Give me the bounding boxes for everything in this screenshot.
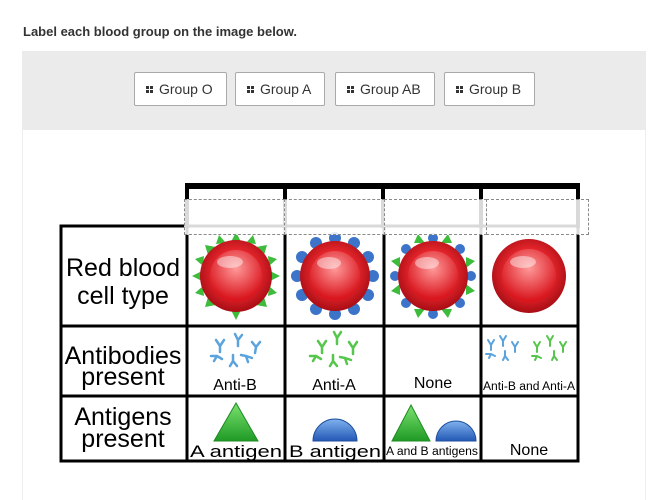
antigen-label: A and B antigens: [386, 446, 478, 458]
a-antigen-icon: [391, 403, 431, 442]
drop-target-column-2[interactable]: [284, 199, 385, 235]
token-group-b[interactable]: Group B: [444, 72, 535, 106]
drop-target-column-3[interactable]: [384, 199, 487, 235]
token-group-o[interactable]: Group O: [134, 72, 227, 106]
answer-bank: [22, 51, 646, 130]
token-label: Group B: [469, 81, 522, 97]
row-label-antigens: Antigens: [74, 403, 171, 431]
row-label-antigens: present: [81, 425, 164, 453]
drop-target-column-4[interactable]: [486, 199, 589, 235]
antibody-label: Anti-B: [213, 377, 257, 394]
drag-handle-icon: [456, 85, 463, 93]
token-label: Group O: [159, 81, 213, 97]
row-label-antibodies: present: [81, 363, 164, 391]
b-antigen-icon: [435, 420, 477, 442]
antibody-label: Anti-B and Anti-A: [483, 381, 575, 393]
question-prompt: Label each blood group on the image belo…: [23, 24, 297, 39]
antigen-label: B antigen: [289, 443, 381, 461]
token-label: Group A: [260, 81, 312, 97]
antibody-label: None: [414, 375, 452, 392]
row-label-red-cell: Red blood: [66, 254, 180, 282]
antibody-anti-b-and-anti-a-icon: [485, 335, 567, 361]
token-label: Group AB: [360, 81, 421, 97]
drag-handle-icon: [347, 85, 354, 93]
b-antigen-icon: [312, 418, 358, 442]
red-cell-group-ab: [390, 233, 476, 319]
antibody-anti-a-icon: [308, 330, 359, 368]
antibody-label: Anti-A: [312, 377, 356, 394]
drag-handle-icon: [146, 85, 153, 93]
token-group-ab[interactable]: Group AB: [335, 72, 435, 106]
a-antigen-icon: [213, 402, 259, 442]
drop-target-column-1[interactable]: [184, 199, 285, 235]
token-group-a[interactable]: Group A: [235, 72, 325, 106]
red-cell-group-o: [492, 239, 566, 313]
antibody-anti-b-icon: [209, 332, 262, 368]
row-label-antibodies: Antibodies: [65, 342, 182, 370]
red-cell-group-a: [192, 232, 280, 320]
row-label-red-cell: cell type: [77, 282, 169, 310]
drag-handle-icon: [247, 85, 254, 93]
antigen-label: A antigen: [190, 443, 282, 461]
antigen-label: None: [510, 442, 548, 459]
red-cell-group-b: [291, 232, 379, 320]
